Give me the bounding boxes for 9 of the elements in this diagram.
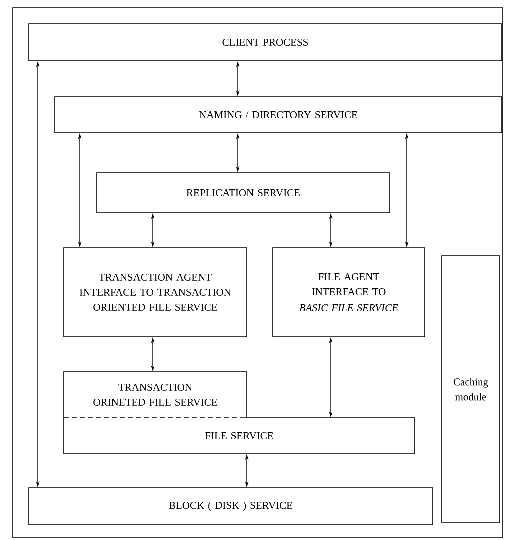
service-box: TRANSACTION AGENT INTERFACE TO TRANSACTION ORIENTED FILE SERVICE [64, 248, 248, 338]
service-box: TRANSACTION ORINETED FILE SERVICE [64, 372, 248, 418]
service-box: NAMING / DIRECTORY SERVICE [54, 96, 502, 134]
service-box: REPLICATION SERVICE [96, 172, 390, 214]
service-box: FILE AGENT INTERFACE TO BASIC FILE SERVICE [272, 248, 426, 338]
module-box: Caching module [442, 256, 500, 524]
service-box: CLIENT PROCESS [28, 24, 502, 62]
service-box: FILE SERVICE [64, 418, 416, 454]
service-box: BLOCK ( DISK ) SERVICE [28, 488, 434, 526]
